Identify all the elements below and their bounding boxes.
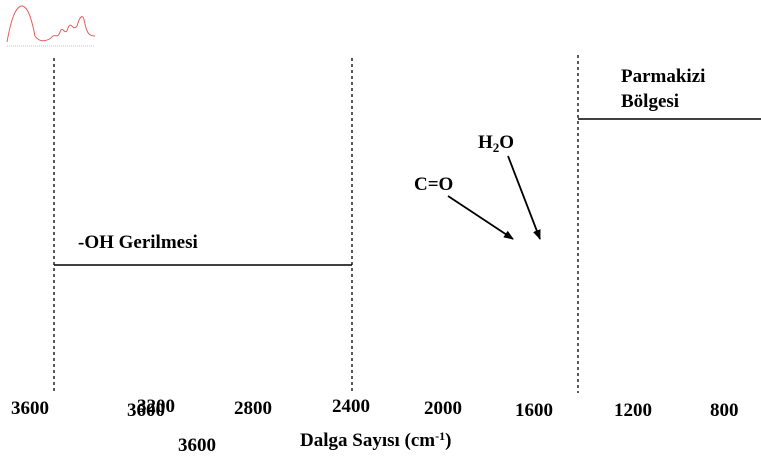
tick-label-3200: 3200 [137, 396, 175, 417]
oh-stretch-label: -OH Gerilmesi [78, 232, 198, 253]
carbonyl-arrow [447, 195, 514, 240]
axis-title-sup: -1 [435, 429, 446, 443]
axis-title: Dalga Sayısı (cm-1) [300, 430, 451, 450]
water-label-o: O [499, 132, 515, 153]
thumbnail-spectrum-line [6, 5, 96, 43]
axis-title-main: Dalga Sayısı (cm [300, 430, 436, 451]
tick-label-2000: 2000 [424, 398, 462, 419]
tick-label-800: 800 [710, 400, 739, 421]
water-arrow [507, 155, 541, 240]
tick-label-2400: 2400 [332, 396, 370, 417]
tick-label-1200: 1200 [614, 400, 652, 421]
axis-title-close: ) [445, 430, 452, 451]
fingerprint-label-line2: Bölgesi [621, 91, 680, 112]
tick-label-2800: 2800 [234, 398, 272, 419]
water-label-sub: 2 [492, 140, 500, 155]
water-label: H2O [478, 133, 514, 154]
water-label-h: H [478, 132, 493, 153]
carbonyl-label: C=O [414, 174, 454, 195]
tick-label-3600-lower: 3600 [178, 435, 216, 456]
tick-label-1600: 1600 [515, 400, 553, 421]
ir-spectrum-thumbnail-icon [6, 5, 96, 47]
tick-label-3600: 3600 [11, 398, 49, 419]
fingerprint-label-line1: Parmakizi [621, 66, 706, 87]
tick-label-3600-overlap: 3600 [127, 400, 165, 421]
